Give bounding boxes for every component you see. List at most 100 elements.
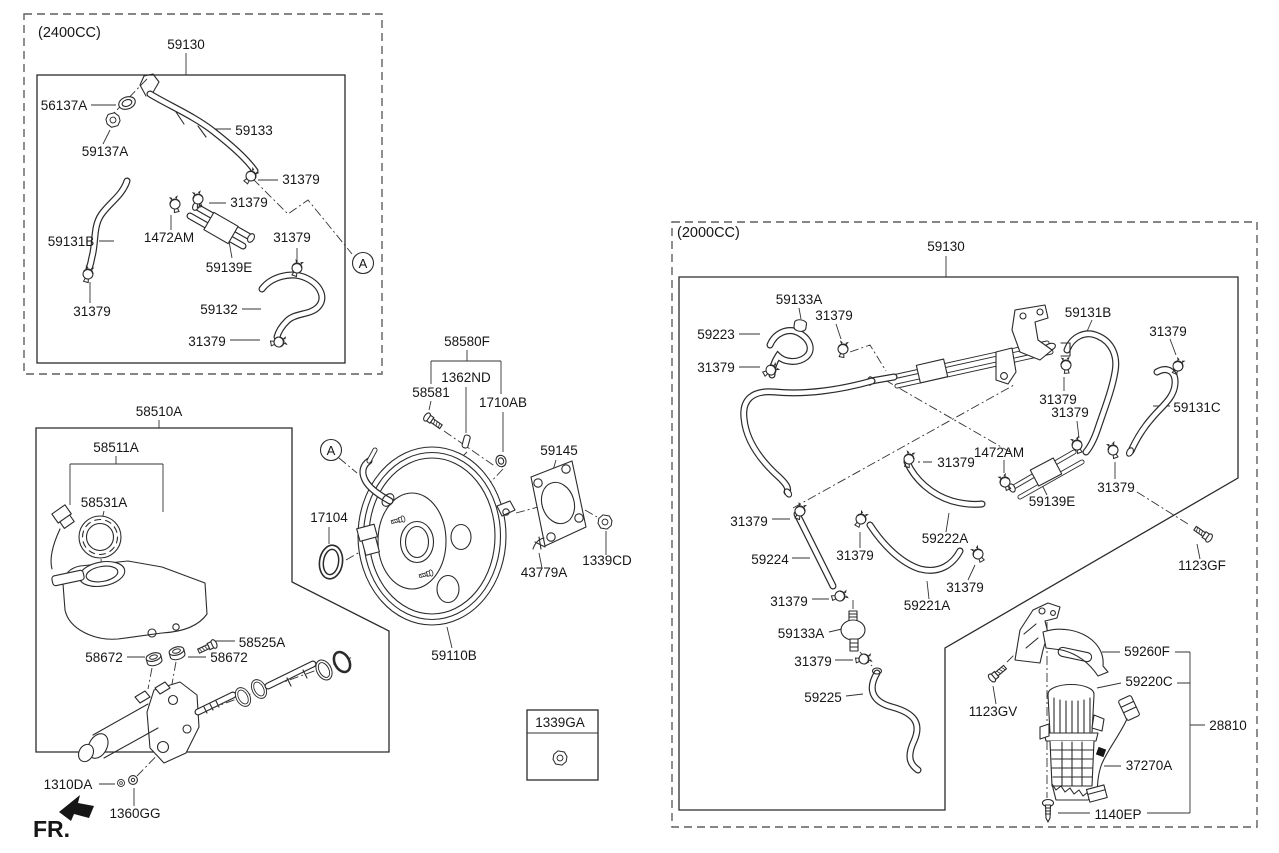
oring-17104-icon <box>316 542 346 582</box>
part-label-31379-g: 31379 <box>1097 480 1135 495</box>
ring-1710AB-icon <box>495 454 507 468</box>
part-label-31379-h: 31379 <box>730 514 768 529</box>
part-label-58581: 58581 <box>412 385 450 400</box>
panel-2400cc-header: (2400CC) <box>38 25 101 41</box>
part-label-59131B-2000: 59131B <box>1065 305 1112 320</box>
part-label-59130: 59130 <box>167 37 205 52</box>
fluid-level-sensor-drawing <box>50 504 85 587</box>
detail-marker-a: A <box>359 256 368 271</box>
part-label-59145: 59145 <box>540 443 578 458</box>
part-label-58510A: 58510A <box>136 404 183 419</box>
part-label-59110B: 59110B <box>431 648 477 663</box>
washer-1310DA-icon <box>117 779 125 787</box>
hose-59131B-drawing <box>85 177 131 273</box>
washer-1310DA-icon <box>128 775 138 785</box>
vacuum-hose-59133-drawing <box>139 73 259 175</box>
pipe-bracket-drawing <box>995 304 1053 385</box>
part-label-31379-f: 31379 <box>937 455 975 470</box>
air-pump-assembly-drawing <box>1014 602 1140 823</box>
panel-2000cc-header: (2000CC) <box>677 225 740 241</box>
booster-check-valve-elbow-drawing <box>359 447 395 507</box>
cap-59133A-icon <box>792 318 808 333</box>
detail-marker-a-circle <box>351 251 375 275</box>
hose-59131C-drawing <box>1126 366 1179 457</box>
part-label-31379-l: 31379 <box>794 654 832 669</box>
air-pump-59220C-drawing <box>1039 683 1105 801</box>
hose-59224-drawing <box>793 510 837 590</box>
part-label-31379-j: 31379 <box>946 580 984 595</box>
part-label-28810: 28810 <box>1209 718 1247 733</box>
part-label-31379-d: 31379 <box>1039 392 1077 407</box>
part-label-58525A: 58525A <box>239 635 286 650</box>
panel-2000cc-dashed-border <box>671 221 1258 828</box>
panel-2400cc: (2400CC) <box>23 13 383 375</box>
panel-2000cc-inner-box <box>678 276 1239 811</box>
part-label-59132: 59132 <box>200 302 238 317</box>
part-label-31379-1: 31379 <box>282 172 320 187</box>
main-vacuum-pipe-59130-drawing <box>740 304 1056 498</box>
part-label-1310DA: 1310DA <box>44 777 93 792</box>
gasket-59145-drawing <box>530 460 587 547</box>
bolt-1123GV-icon <box>986 662 1009 684</box>
master-cylinder-body-drawing <box>77 681 200 764</box>
clip-43779A-icon <box>532 536 546 550</box>
part-label-31379-k: 31379 <box>770 594 808 609</box>
part-label-59131B: 59131B <box>48 234 95 249</box>
part-label-59222A: 59222A <box>922 531 969 546</box>
detail-marker-a: A <box>327 443 336 458</box>
part-label-59131C: 59131C <box>1173 400 1221 415</box>
pin-1362ND-icon <box>461 434 471 449</box>
panel-2400cc-dashed-border <box>23 13 383 375</box>
part-label-59224: 59224 <box>751 552 789 567</box>
part-label-58580F: 58580F <box>444 334 490 349</box>
screw-1140EP-icon <box>1041 798 1055 823</box>
nut-kit-1339GA-box: 1339GA <box>526 709 599 781</box>
reservoir-drawing <box>62 560 208 640</box>
pump-bracket-59260F-drawing <box>1014 602 1109 677</box>
nut-1339CD-icon <box>596 513 614 531</box>
part-label-56137A: 56137A <box>41 98 88 113</box>
fr-direction-arrow-icon <box>59 795 94 821</box>
part-label-1472AM: 1472AM <box>144 230 194 245</box>
pump-harness-37270A-drawing <box>1085 695 1140 803</box>
part-label-59220C: 59220C <box>1125 674 1173 689</box>
panel-master-cylinder: A 58510A 58511A 58531A 17104 58525A 5867… <box>33 404 390 842</box>
pipe-assembly-59139E-drawing <box>186 201 256 250</box>
hose-59223-drawing <box>766 327 814 379</box>
part-label-59133: 59133 <box>235 123 273 138</box>
part-label-31379-3: 31379 <box>273 230 311 245</box>
part-label-1339GA: 1339GA <box>535 715 585 730</box>
part-label-59139E-2000: 59139E <box>1029 494 1076 509</box>
part-label-1123GV: 1123GV <box>969 704 1018 719</box>
part-label-59139E: 59139E <box>206 260 253 275</box>
part-label-58511A: 58511A <box>93 440 139 455</box>
panel-2000cc: (2000CC) <box>671 221 1258 828</box>
fr-direction-label: FR. <box>33 816 70 842</box>
part-label-58672-left: 58672 <box>85 650 123 665</box>
hose-59221A-drawing <box>866 521 964 574</box>
piston-kit-drawing <box>194 650 352 716</box>
part-label-43779A: 43779A <box>521 565 568 580</box>
hose-59131B-drawing <box>1060 330 1120 456</box>
part-label-1123GF: 1123GF <box>1178 558 1226 573</box>
part-label-37270A: 37270A <box>1126 758 1173 773</box>
part-label-1339CD: 1339CD <box>582 553 632 568</box>
hose-59222A-drawing <box>903 458 986 508</box>
valve-59133A-drawing <box>840 610 866 652</box>
bolt-1123GF-icon <box>1191 523 1215 544</box>
part-label-59225: 59225 <box>804 690 842 705</box>
part-label-31379-i: 31379 <box>836 548 874 563</box>
part-label-59133A-2: 59133A <box>778 626 825 641</box>
brake-booster-59110B-drawing <box>356 446 516 626</box>
part-label-31379-e: 31379 <box>1051 405 1089 420</box>
part-label-31379-4: 31379 <box>73 304 111 319</box>
pipe-assembly-59139E-drawing <box>1008 449 1085 500</box>
part-label-59130-2000: 59130 <box>927 239 965 254</box>
part-label-59133A-1: 59133A <box>776 292 823 307</box>
detail-marker-a-circle <box>319 438 343 462</box>
part-label-59137A: 59137A <box>82 144 129 159</box>
reservoir-cap-58531A-drawing <box>78 515 122 559</box>
panel-booster: 1339GA 58580F 1362ND 58581 1710AB 59145 … <box>345 334 632 781</box>
